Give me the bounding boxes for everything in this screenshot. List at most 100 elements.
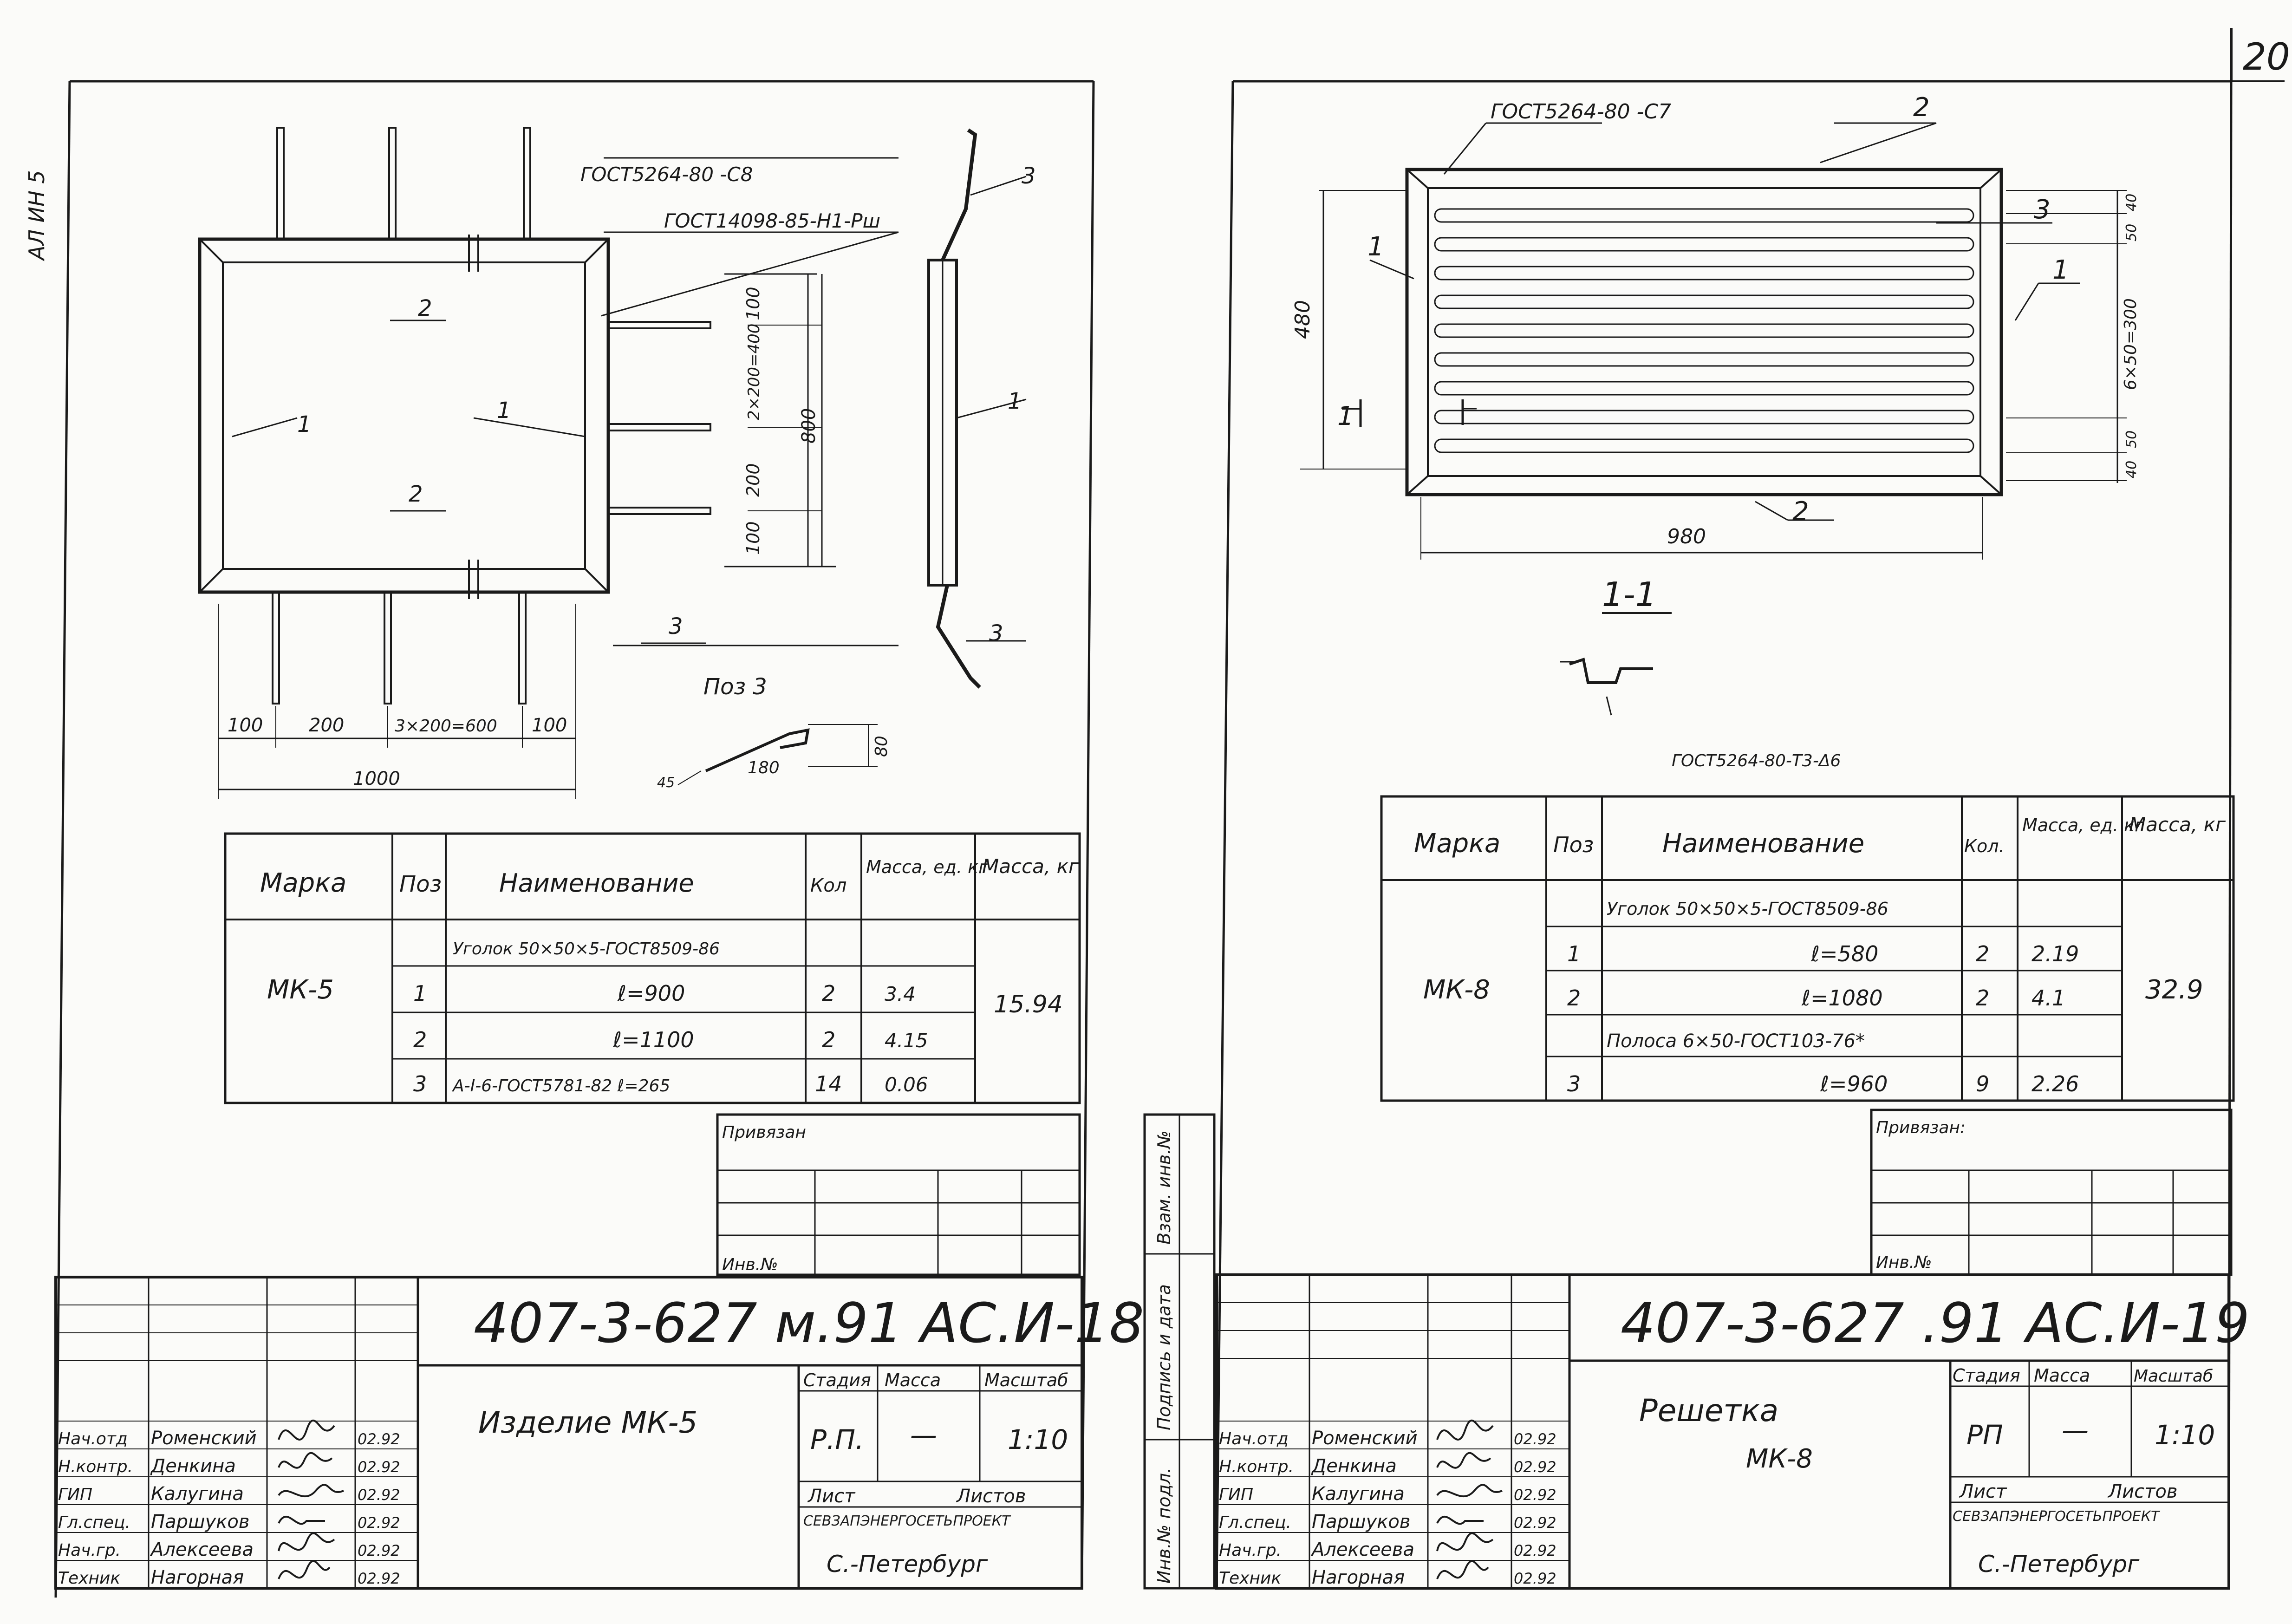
right-stage: РП — [1966, 1419, 2003, 1451]
right-stage-h: Стадия — [1953, 1365, 2020, 1386]
dim-right-100a: 100 — [743, 287, 763, 320]
lt-r1-mass: 3.4 — [885, 983, 916, 1005]
lt-r2-pos: 2 — [413, 1027, 427, 1052]
left-staff-5-date: 02.92 — [358, 1570, 400, 1587]
left-mass-h: Масса — [885, 1370, 941, 1390]
left-sheets-l: Листов — [956, 1486, 1026, 1507]
right-gost-weld: ГОСТ5264-80 -С7 — [1491, 100, 1671, 124]
right-signatures — [1436, 1419, 1503, 1579]
dim-bottom-100a: 100 — [228, 715, 263, 736]
dim-bottom-600: 3×200=600 — [395, 717, 497, 736]
lt-r2-mass: 4.15 — [885, 1029, 928, 1052]
right-staff-3-name: Паршуков — [1312, 1511, 1410, 1533]
rt-total: 32.9 — [2145, 975, 2203, 1005]
left-sheet — [54, 80, 1095, 1598]
lt-r3-pos: 3 — [413, 1071, 427, 1096]
right-pos-2-top: 2 — [1913, 92, 1930, 123]
lt-r3-qty: 14 — [815, 1071, 842, 1096]
left-staff-2-date: 02.92 — [358, 1486, 400, 1504]
right-section-mark: 1 — [1337, 401, 1354, 431]
left-staff-3-name: Паршуков — [151, 1511, 249, 1533]
left-staff-1-name: Денкина — [150, 1455, 236, 1477]
left-pos-2a: 2 — [418, 295, 432, 321]
section-1-1 — [1560, 612, 1672, 716]
left-staff-0-date: 02.92 — [358, 1430, 400, 1448]
right-staff-3-date: 02.92 — [1514, 1514, 1556, 1532]
lt-h-mark: Марка — [260, 868, 346, 898]
rt-r4-qty: 9 — [1976, 1071, 1989, 1096]
mk5-binding-block — [716, 1113, 1081, 1276]
right-staff-1-name: Денкина — [1311, 1455, 1397, 1477]
left-org: СЕВЗАПЭНЕРГОСЕТЬПРОЕКТ — [803, 1513, 1011, 1529]
section-gost: ГОСТ5264-80-Т3-Δ6 — [1672, 751, 1841, 770]
rt-r2-mass: 4.1 — [2032, 985, 2065, 1011]
stamp-column — [1143, 1113, 1216, 1590]
right-dim-50a: 50 — [2123, 224, 2140, 241]
right-staff-1-role: Н.контр. — [1219, 1457, 1294, 1476]
right-table-text: Марка Поз Наименование Кол. Масса, ед. к… — [1414, 813, 2226, 1096]
right-staff-4-name: Алексеева — [1310, 1539, 1414, 1560]
right-staff-2-role: ГИП — [1219, 1485, 1253, 1504]
left-city: С.-Петербург — [827, 1551, 988, 1578]
rt-h-name: Наименование — [1662, 828, 1864, 859]
left-staff-1-role: Н.контр. — [58, 1457, 133, 1476]
right-pos-2-bottom: 2 — [1792, 496, 1809, 527]
left-gost-weld: ГОСТ5264-80 -С8 — [580, 163, 753, 186]
left-titleblock-text: Привязан Инв.№ 407-3-627 м.91 АС.И-18 Из… — [58, 1123, 1144, 1588]
dim-right-100b: 100 — [743, 521, 763, 555]
mk8-title-block — [1215, 1273, 2230, 1590]
dim-right-200: 200 — [743, 463, 763, 497]
pos3-dim-180: 180 — [748, 758, 780, 777]
dim-right-400: 2×200=400 — [745, 324, 763, 420]
left-pos-1-side: 1 — [1008, 388, 1022, 414]
right-item-title-1: Решетка — [1639, 1393, 1778, 1428]
right-pos-1-left: 1 — [1367, 232, 1384, 262]
rt-r4-mass: 2.26 — [2032, 1071, 2079, 1096]
mk5-plan-view — [198, 127, 899, 799]
right-dim-40b: 40 — [2123, 461, 2140, 478]
right-city: С.-Петербург — [1978, 1551, 2140, 1578]
lt-r1-qty: 2 — [822, 981, 835, 1006]
dim-bottom-1000: 1000 — [353, 768, 400, 789]
left-mass: — — [910, 1419, 937, 1451]
right-dim-980: 980 — [1667, 525, 1706, 548]
page-number: 20 — [2243, 35, 2290, 78]
mk5-title-block — [54, 1276, 1083, 1590]
right-staff-5-role: Техник — [1219, 1569, 1281, 1588]
lt-h-unit: Масса, ед. кг — [866, 857, 988, 877]
right-staff-5-name: Нагорная — [1312, 1567, 1405, 1588]
right-dim-300: 6×50=300 — [2121, 298, 2140, 390]
right-staff-2-date: 02.92 — [1514, 1486, 1556, 1504]
right-staff-3-role: Гл.спец. — [1219, 1513, 1291, 1532]
right-annotations: ГОСТ5264-80 -С7 2 2 1 1 3 1 480 40 50 6×… — [1291, 92, 2140, 770]
dim-bottom-100b: 100 — [532, 715, 567, 736]
left-scale: 1:10 — [1008, 1424, 1068, 1455]
stamp-podpis: Подпись и дата — [1154, 1284, 1174, 1430]
right-staff-0-name: Роменский — [1312, 1428, 1418, 1449]
stamp-inv-podl: Инв.№ подл. — [1154, 1467, 1174, 1584]
margin-label: АЛ ИН 5 — [24, 170, 49, 261]
left-staff-5-name: Нагорная — [151, 1567, 244, 1588]
left-staff-0-role: Нач.отд — [58, 1429, 128, 1448]
right-staff-4-role: Нач.гр. — [1219, 1541, 1282, 1560]
pos3-dim-45: 45 — [657, 775, 675, 791]
left-pos-1b: 1 — [497, 398, 511, 424]
mk8-spec-table — [1380, 795, 2235, 1102]
lt-r1-name: ℓ=900 — [617, 981, 685, 1006]
rt-h-qty: Кол. — [1964, 836, 2005, 856]
rt-r4-pos: 3 — [1567, 1071, 1581, 1096]
mk5-spec-table — [224, 832, 1081, 1104]
right-staff-0-date: 02.92 — [1514, 1430, 1556, 1448]
right-dim-40a: 40 — [2123, 194, 2140, 211]
pos3-detail — [677, 724, 878, 785]
left-pos-3-plan: 3 — [669, 613, 683, 639]
right-mass: — — [2062, 1415, 2089, 1446]
left-pos-3-top: 3 — [1022, 163, 1036, 189]
left-privyazan: Привязан — [722, 1123, 806, 1142]
rt-r1-pos: 1 — [1567, 941, 1581, 966]
right-inv: Инв.№ — [1876, 1253, 1932, 1272]
lt-r3-mass: 0.06 — [885, 1073, 928, 1096]
rt-h-mark: Марка — [1414, 828, 1500, 859]
right-titleblock-text: Привязан: Инв.№ 407-3-627 .91 АС.И-19 Ре… — [1219, 1118, 2250, 1588]
